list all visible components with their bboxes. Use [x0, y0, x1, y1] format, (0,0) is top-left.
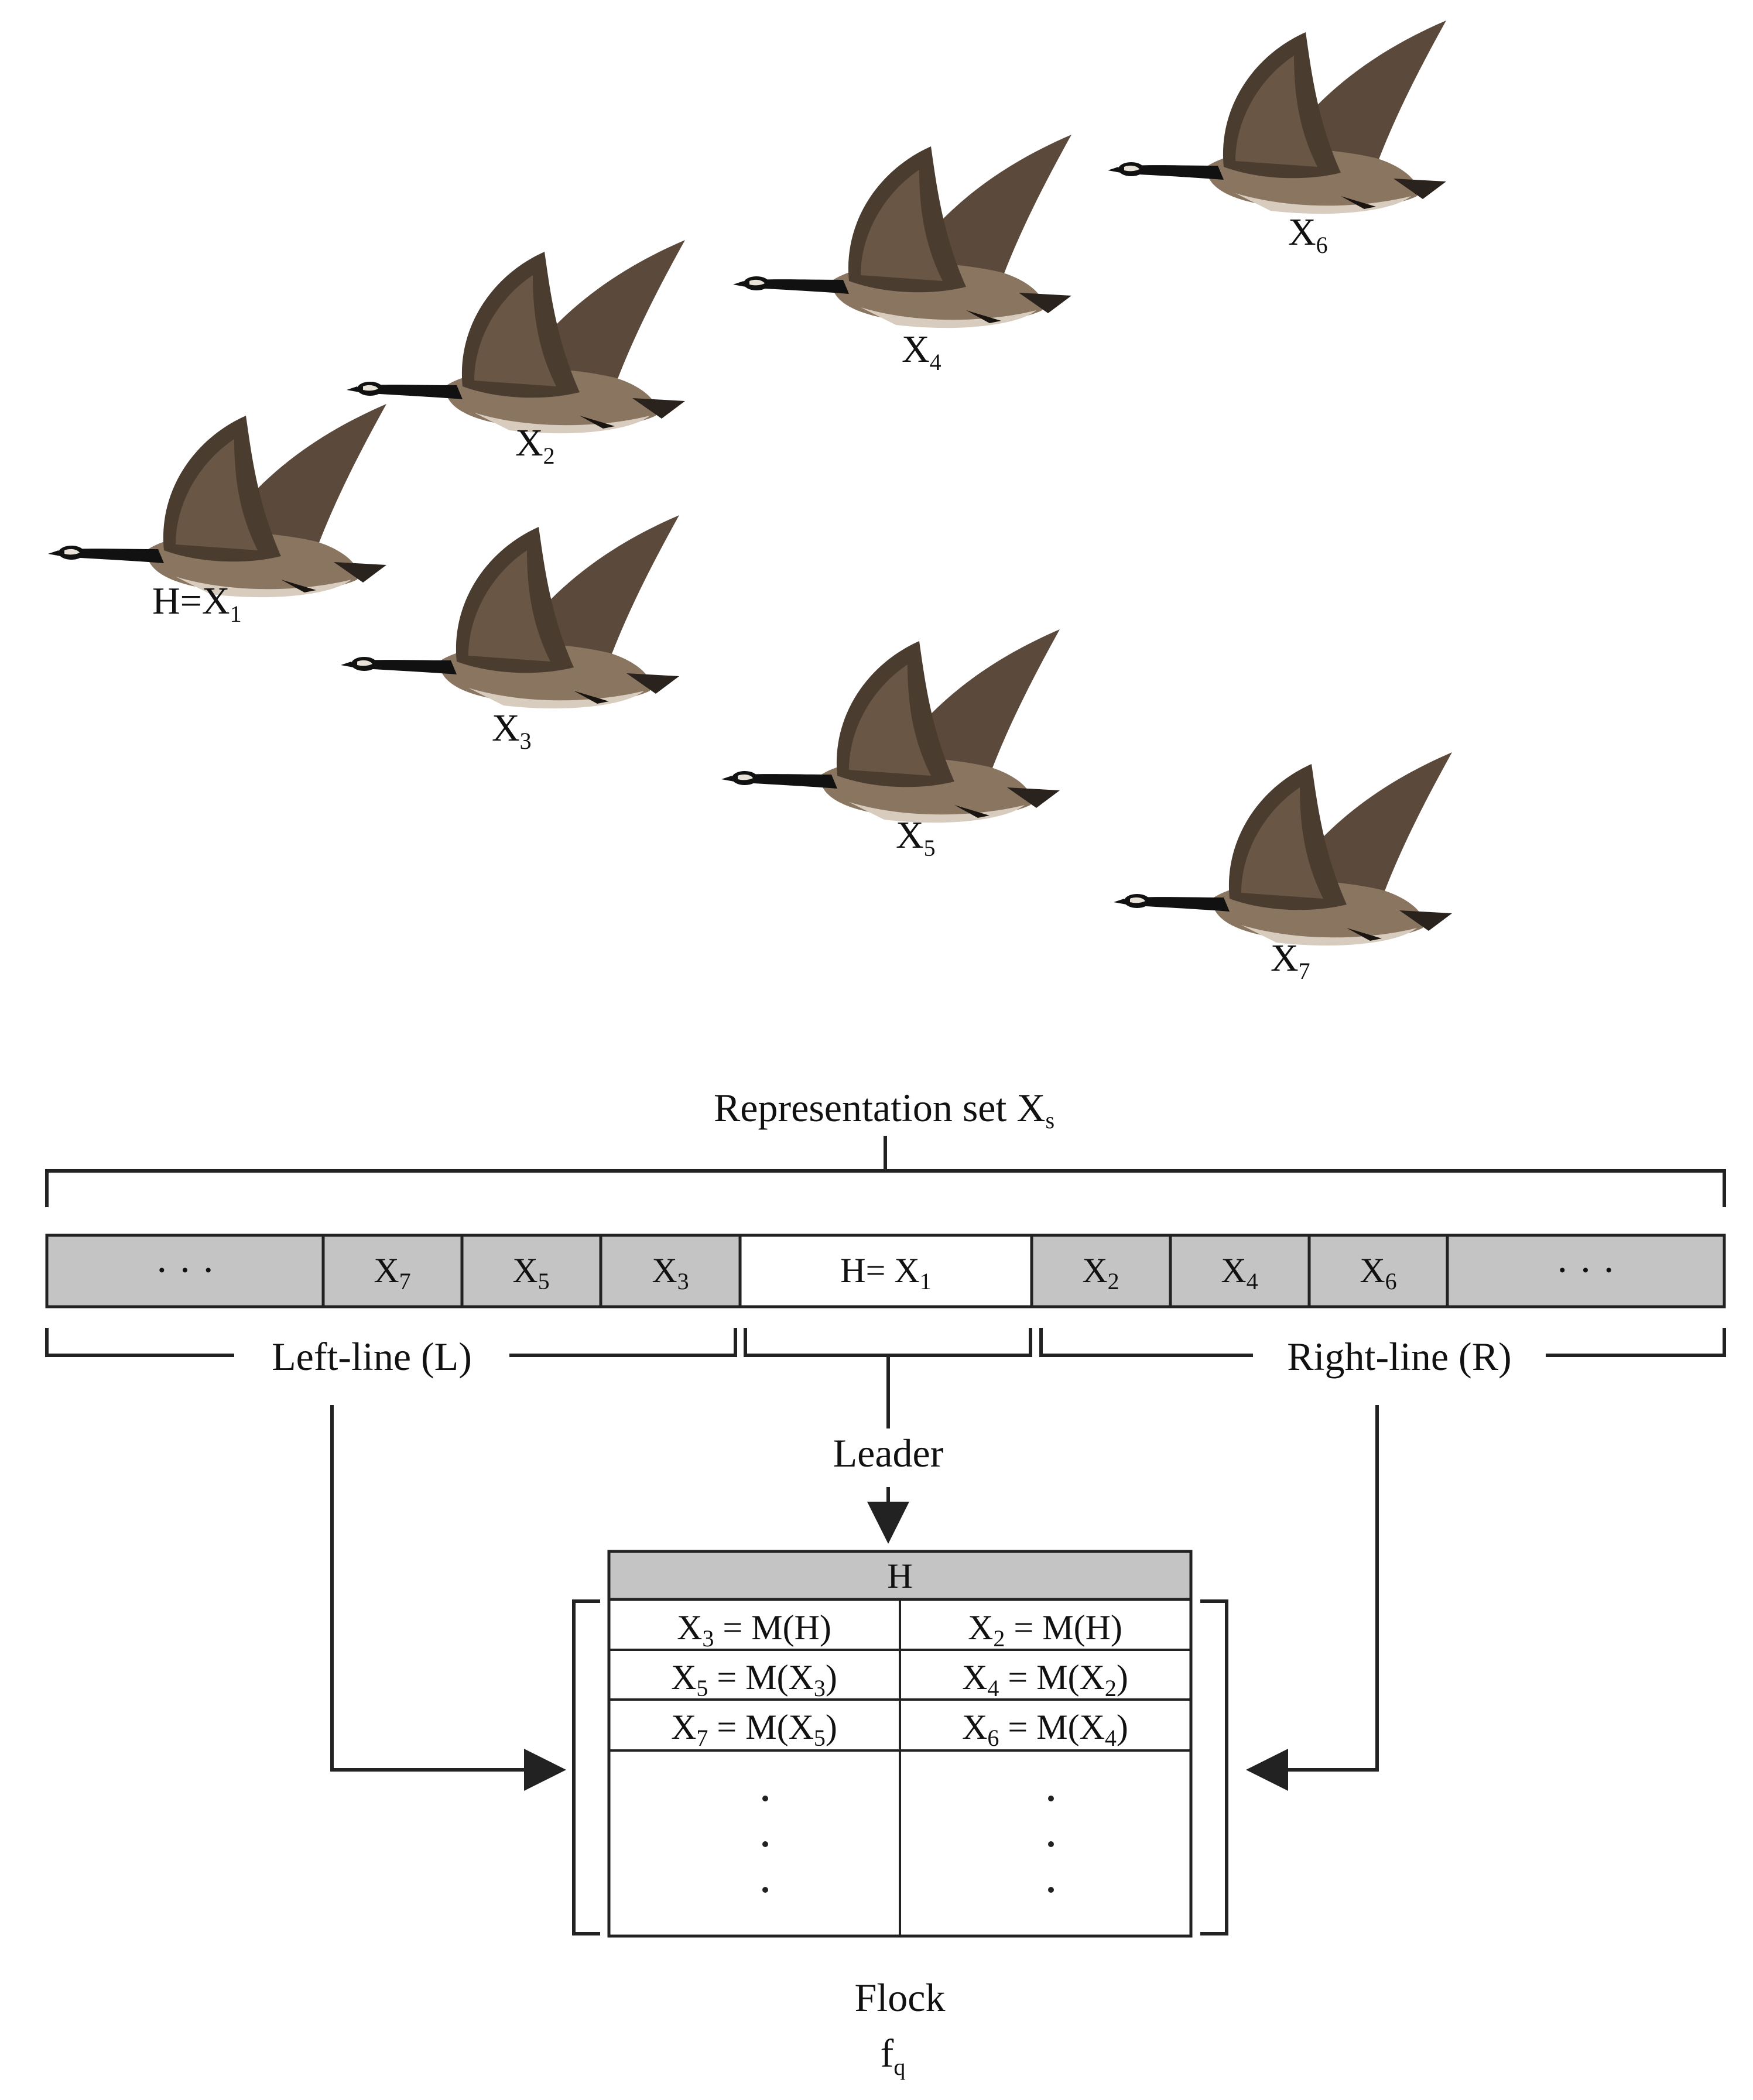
strip-label-x7: X7 — [374, 1251, 410, 1294]
left-line-arrow — [330, 1405, 566, 1791]
strip-cell-x4 — [1169, 1234, 1311, 1308]
goose-label-x4: X4 — [902, 328, 941, 375]
flock-row-2-right: X4 = M(X2) — [962, 1658, 1128, 1701]
goose-x7 — [1114, 752, 1452, 946]
representation-title: Representation set Xs — [714, 1085, 1054, 1133]
strip-label-x6: X6 — [1360, 1251, 1396, 1294]
right-line-arrow — [1246, 1405, 1379, 1791]
goose-x5 — [721, 629, 1060, 823]
representation-strip: · · · X7 X5 X3 H= X1 X2 X4 X6 · · · — [45, 1234, 1726, 1308]
goose-label-x6: X6 — [1288, 211, 1328, 258]
goose-x1 — [48, 404, 386, 598]
flock-row-3-left: X7 = M(X5) — [671, 1708, 837, 1751]
flock-continuation-dots-right — [1048, 1796, 1054, 1893]
flock-right-bracket — [1200, 1599, 1228, 1935]
strip-cell-x2 — [1030, 1234, 1172, 1308]
flock-row-3-right: X6 = M(X4) — [962, 1708, 1128, 1751]
goose-x2 — [347, 240, 685, 434]
goose-x3 — [341, 515, 679, 709]
leader-brace — [744, 1328, 1032, 1357]
leader-label: Leader — [833, 1431, 944, 1475]
goose-label-x7: X7 — [1271, 937, 1310, 984]
flock-header: H — [887, 1557, 912, 1595]
goose-x4 — [733, 135, 1071, 328]
flock-left-bracket — [572, 1599, 600, 1935]
goose-x6 — [1108, 20, 1446, 214]
top-brace — [45, 1136, 1726, 1207]
flock-caption-symbol: fq — [881, 2031, 906, 2080]
goose-label-x1: H=X1 — [152, 580, 242, 627]
goose-label-x3: X3 — [492, 707, 532, 754]
left-line-label: Left-line (L) — [272, 1334, 472, 1379]
strip-label-x3: X3 — [652, 1251, 689, 1294]
flock-row-2-left: X5 = M(X3) — [671, 1658, 837, 1701]
strip-left-dots: · · · — [155, 1248, 215, 1292]
left-line-brace — [45, 1328, 737, 1357]
flock-header-cell — [607, 1550, 1193, 1601]
strip-label-x4: X4 — [1221, 1251, 1258, 1294]
strip-right-dots: · · · — [1556, 1248, 1615, 1292]
strip-label-x2: X2 — [1082, 1251, 1119, 1294]
flock-table: H X3 = M(H) X2 = M(H) X5 = M(X3) X4 = M(… — [607, 1550, 1193, 1938]
strip-cell-x6 — [1307, 1234, 1449, 1308]
goose-label-x5: X5 — [896, 814, 936, 861]
strip-label-x5: X5 — [512, 1251, 549, 1294]
flock-row-1-right: X2 = M(H) — [968, 1608, 1122, 1652]
strip-right-dots-cell — [1446, 1234, 1726, 1308]
right-line-brace — [1039, 1328, 1726, 1357]
flock-caption: Flock — [855, 1975, 946, 2020]
goose-label-x2: X2 — [515, 422, 555, 469]
right-line-label: Right-line (R) — [1287, 1334, 1511, 1379]
strip-label-leader: H= X1 — [840, 1251, 932, 1294]
flock-continuation-dots-left — [762, 1796, 768, 1893]
flock-row-1-left: X3 = M(H) — [677, 1608, 831, 1652]
